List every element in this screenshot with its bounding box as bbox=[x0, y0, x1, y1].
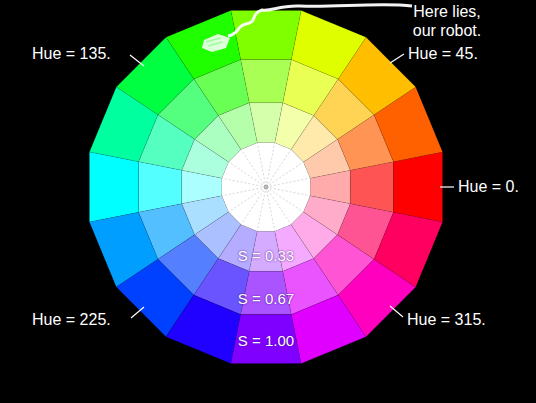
center-spoke bbox=[229, 187, 266, 212]
color-cell bbox=[231, 315, 301, 364]
color-cell bbox=[291, 10, 366, 78]
color-cell bbox=[394, 152, 443, 222]
center-spoke bbox=[257, 187, 266, 231]
saturation-label: S = 0.33 bbox=[238, 246, 294, 265]
leader-lines bbox=[130, 54, 454, 318]
color-cell bbox=[374, 212, 442, 287]
white-center bbox=[222, 143, 310, 231]
color-cell bbox=[350, 162, 393, 213]
saturation-label: S = 1.00 bbox=[238, 331, 294, 350]
saturation-label: S = 0.67 bbox=[238, 289, 294, 308]
hue-label: Hue = 0. bbox=[458, 177, 519, 196]
hue-label: Hue = 315. bbox=[407, 310, 486, 329]
center-spoke bbox=[266, 162, 303, 187]
hue-label: Hue = 45. bbox=[408, 44, 478, 63]
hue-label: Hue = 135. bbox=[32, 44, 111, 63]
leader-line bbox=[440, 186, 454, 187]
leader-line bbox=[390, 54, 404, 63]
leader-line bbox=[131, 307, 144, 318]
color-cell bbox=[89, 152, 138, 222]
color-cell bbox=[89, 87, 157, 162]
robot-note: Here lies, our robot. bbox=[404, 2, 490, 40]
center-spoke bbox=[266, 143, 275, 187]
center-spoke bbox=[266, 187, 275, 231]
center-spoke bbox=[266, 187, 310, 196]
color-cell bbox=[138, 162, 181, 213]
hue-wheel bbox=[89, 10, 442, 363]
color-cell bbox=[231, 10, 301, 59]
hue-label: Hue = 225. bbox=[32, 310, 111, 329]
robot-detail bbox=[206, 38, 222, 46]
center-spoke bbox=[229, 162, 266, 187]
center-spoke bbox=[266, 178, 310, 187]
robot-body bbox=[202, 34, 230, 52]
center-spoke bbox=[266, 187, 291, 224]
center-spoke bbox=[257, 143, 266, 187]
center-spoke bbox=[222, 178, 266, 187]
robot-sketch bbox=[202, 5, 412, 52]
leader-line bbox=[390, 306, 403, 317]
leader-line bbox=[130, 55, 144, 66]
color-cell bbox=[166, 295, 241, 363]
center-spoke bbox=[266, 187, 303, 212]
center-dot bbox=[264, 185, 268, 189]
center-spoke bbox=[266, 150, 291, 187]
center-spoke bbox=[241, 187, 266, 224]
center-spoke bbox=[222, 187, 266, 196]
center-spoke bbox=[241, 150, 266, 187]
color-cell bbox=[241, 59, 292, 102]
robot-trail bbox=[228, 5, 412, 36]
